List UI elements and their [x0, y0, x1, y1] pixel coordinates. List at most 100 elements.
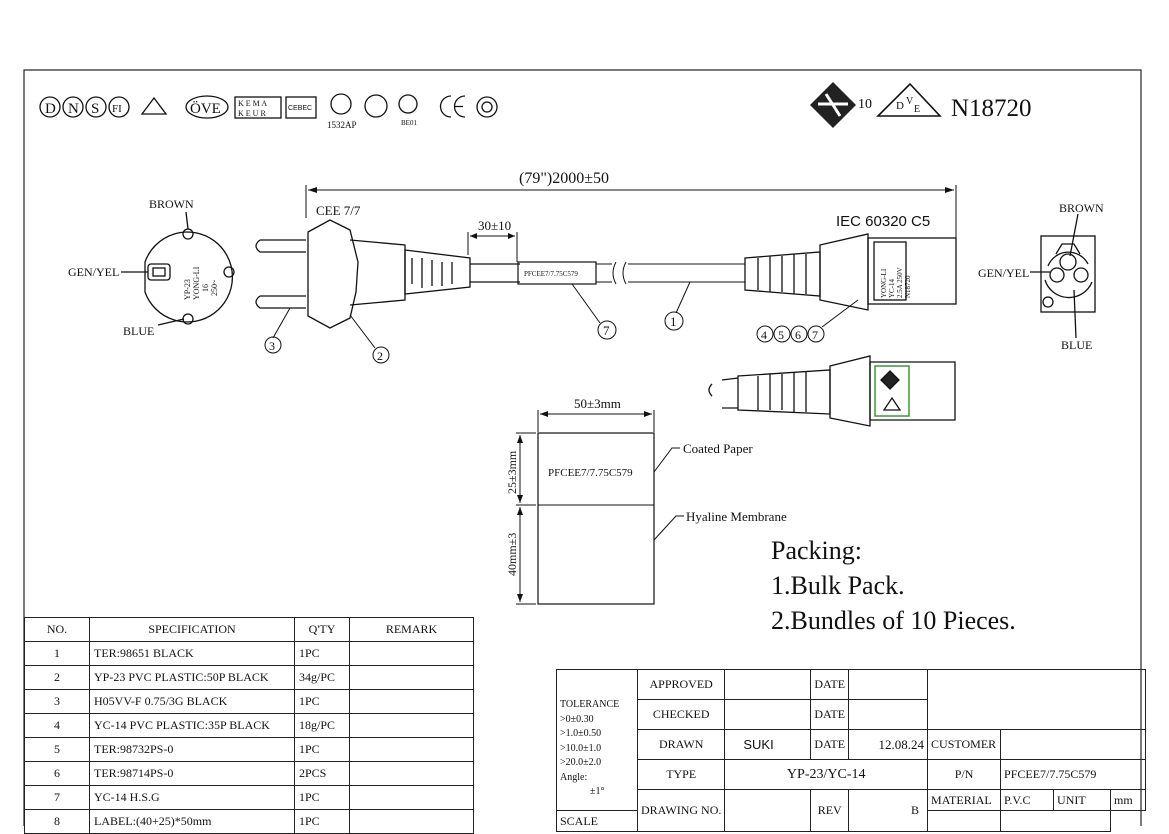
- tolerance-line: >10.0±1.0: [560, 742, 602, 754]
- cert-d: D: [45, 101, 56, 117]
- callout-4: 4: [761, 328, 767, 342]
- approved-date: [848, 669, 929, 700]
- tolerance-label: TOLERANCE: [560, 699, 620, 710]
- date-label: DATE: [810, 729, 850, 760]
- checked-value: [724, 699, 812, 730]
- callout-3: 3: [269, 339, 275, 353]
- label-height-2: 40mm±3: [505, 533, 519, 576]
- label-height-1: 25±3mm: [505, 450, 519, 494]
- bom-cell-qty: 1PC: [294, 785, 350, 810]
- customer-label: CUSTOMER: [927, 729, 1002, 760]
- drawing-no-label: DRAWING NO.: [636, 789, 726, 832]
- cert-s: S: [91, 101, 99, 117]
- cert-n: N: [68, 101, 79, 117]
- bom-header-remark: REMARK: [349, 617, 474, 642]
- table-row: 3 H05VV-F 0.75/3G BLACK 1PC: [24, 689, 474, 714]
- svg-text:V: V: [906, 96, 914, 107]
- bom-table: NO. SPECIFICATION Q'TY REMARK 1 TER:9865…: [24, 617, 474, 834]
- svg-text:E: E: [914, 104, 920, 115]
- type-value: YP-23/YC-14: [724, 759, 929, 790]
- svg-text:YC-14: YC-14: [888, 278, 896, 298]
- bom-cell-qty: 34g/PC: [294, 665, 350, 690]
- strip-dimension: 30±10: [478, 218, 511, 233]
- bom-cell-no: 2: [24, 665, 90, 690]
- plug-face-view: [121, 211, 235, 326]
- scale-value: [1000, 810, 1112, 832]
- bom-header-qty: Q'TY: [294, 617, 350, 642]
- connector-text: YONG-LI YC-14 2.5A 250V N18720: [880, 267, 912, 298]
- bom-cell-no: 3: [24, 689, 90, 714]
- bom-cell-no: 7: [24, 785, 90, 810]
- bom-header-spec: SPECIFICATION: [89, 617, 295, 642]
- packing-line-2: 2.Bundles of 10 Pieces.: [771, 606, 1016, 635]
- packing-title: Packing:: [771, 536, 862, 565]
- label-sample: [537, 432, 655, 605]
- cert-fi: FI: [112, 103, 122, 115]
- callout-2: 2: [377, 349, 383, 363]
- callout-6: 6: [795, 328, 801, 342]
- table-row: 2 YP-23 PVC PLASTIC:50P BLACK 34g/PC: [24, 665, 474, 690]
- cee-label: CEE 7/7: [316, 203, 361, 218]
- tolerance-line: >1.0±0.50: [560, 728, 602, 739]
- table-row: 7 YC-14 H.S.G 1PC: [24, 785, 474, 810]
- cable-label-text: PFCEE7/7.75C579: [524, 270, 578, 278]
- bom-cell-spec: YP-23 PVC PLASTIC:50P BLACK: [89, 665, 295, 690]
- callout-5: 5: [778, 328, 784, 342]
- pn-label: P/N: [927, 759, 1002, 790]
- svg-text:16: 16: [201, 284, 210, 292]
- hyaline-label: Hyaline Membrane: [686, 509, 787, 524]
- bom-cell-qty: 2PCS: [294, 761, 350, 786]
- left-brown-label: BROWN: [149, 197, 194, 211]
- bom-cell-no: 6: [24, 761, 90, 786]
- bom-header-no: NO.: [24, 617, 90, 642]
- bom-cell-remark: [349, 761, 474, 786]
- date-label: DATE: [810, 669, 850, 700]
- svg-text:YONG-LI: YONG-LI: [192, 266, 201, 300]
- bom-cell-no: 8: [24, 809, 90, 834]
- plug-face-text: YP-23 YONG-LI 16 250~: [183, 266, 219, 300]
- ove-mark: ÖVE: [190, 100, 221, 117]
- bom-cell-qty: 1PC: [294, 809, 350, 834]
- connector-face-view: [1030, 213, 1096, 339]
- bom-cell-spec: YC-14 H.S.G: [89, 785, 295, 810]
- callout-circles: [264, 311, 825, 364]
- callout-7: 7: [812, 328, 818, 342]
- iec-label: IEC 60320 C5: [836, 213, 930, 230]
- bom-cell-no: 4: [24, 713, 90, 738]
- approved-value: [724, 669, 812, 700]
- table-row: 8 LABEL:(40+25)*50mm 1PC: [24, 809, 474, 834]
- bom-cell-spec: H05VV-F 0.75/3G BLACK: [89, 689, 295, 714]
- projection-icon: [927, 810, 1002, 832]
- bom-cell-spec: YC-14 PVC PLASTIC:35P BLACK: [89, 713, 295, 738]
- bom-cell-spec: TER:98732PS-0: [89, 737, 295, 762]
- tolerance-cell: TOLERANCE >0±0.30 >1.0±0.50 >10.0±1.0 >2…: [556, 669, 638, 811]
- length-dimension: (79")2000±50: [519, 170, 609, 187]
- plug-side-view: [255, 219, 520, 329]
- bom-cell-remark: [349, 641, 474, 666]
- bom-cell-remark: [349, 737, 474, 762]
- material-label: MATERIAL: [927, 789, 1002, 811]
- svg-text:YP-23: YP-23: [183, 279, 192, 300]
- label-width-dimension: 50±3mm: [574, 396, 621, 411]
- connector-side-view: [744, 233, 957, 311]
- date-label: DATE: [810, 699, 850, 730]
- cebec-mark: CEBEC: [288, 105, 312, 112]
- bom-cell-remark: [349, 809, 474, 834]
- kema-bottom: K E U R: [238, 109, 266, 118]
- callout-1: 1: [670, 314, 677, 329]
- tolerance-line: >20.0±2.0: [560, 757, 602, 768]
- part-number: N18720: [951, 95, 1032, 122]
- tolerance-line: Angle:: [560, 771, 588, 783]
- table-row: 4 YC-14 PVC PLASTIC:35P BLACK 18g/PC: [24, 713, 474, 738]
- approved-label: APPROVED: [636, 669, 726, 700]
- table-row: 1 TER:98651 BLACK 1PC: [24, 641, 474, 666]
- bom-cell-qty: 18g/PC: [294, 713, 350, 738]
- right-brown-label: BROWN: [1059, 201, 1104, 215]
- tolerance-line: ±1°: [590, 786, 605, 797]
- drawn-by: SUKI: [724, 729, 812, 760]
- material-value: P.V.C: [1000, 789, 1055, 811]
- drawn-date: 12.08.24: [848, 729, 929, 760]
- bom-cell-spec: TER:98714PS-0: [89, 761, 295, 786]
